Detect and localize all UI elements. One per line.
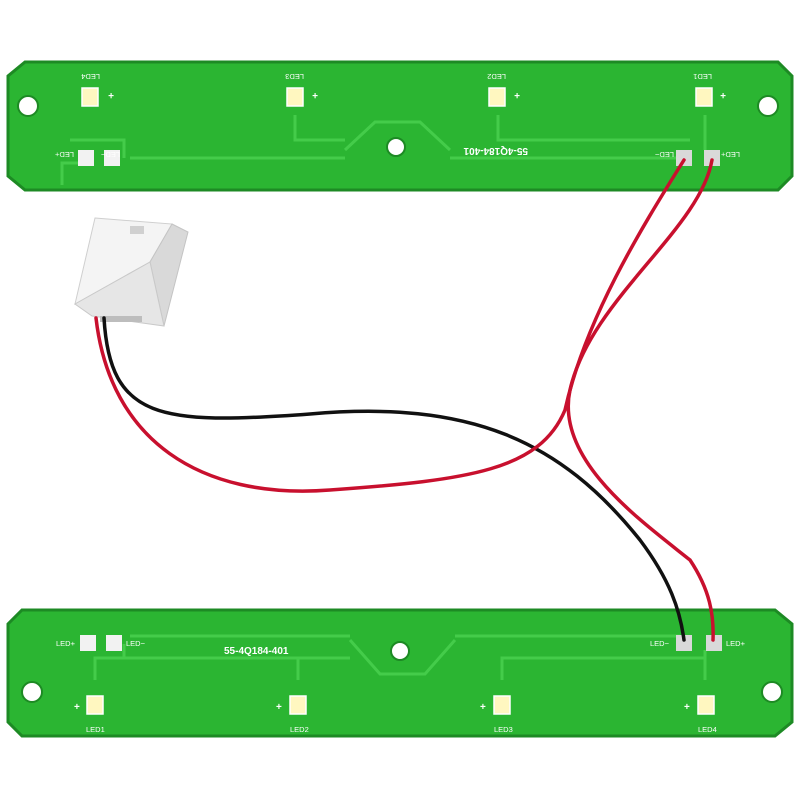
top-led-1 <box>81 87 99 107</box>
bottom-led-label-1: LED1 <box>86 725 105 734</box>
top-led-label-3: LED2 <box>487 72 506 81</box>
top-trace-bus <box>60 156 680 185</box>
bottom-center-notch <box>348 639 457 676</box>
top-led-label-1: LED4 <box>81 72 100 81</box>
top-pad-label-left-plus: LED+ <box>54 150 74 159</box>
bottom-led-label-4: LED4 <box>698 725 717 734</box>
bottom-led-label-2: LED2 <box>290 725 309 734</box>
top-trace-bus-2 <box>70 115 707 158</box>
black-wire <box>102 316 686 642</box>
bottom-led-3 <box>493 695 511 715</box>
top-pad-left-plus <box>78 150 94 166</box>
bottom-part-number: 55-4Q184-401 <box>224 646 289 657</box>
bottom-led-2 <box>289 695 307 715</box>
bottom-pad-left-minus <box>106 635 122 651</box>
top-led-label-2: LED3 <box>285 72 304 81</box>
bottom-led-label-3: LED3 <box>494 725 513 734</box>
top-center-hole <box>386 137 406 157</box>
bottom-pad-right-minus <box>676 635 692 651</box>
top-center-notch <box>343 120 452 152</box>
bottom-pad-label-left-minus: LED− <box>126 639 146 648</box>
bottom-led-1 <box>86 695 104 715</box>
top-pcb-board: 55-4Q184-401 LED4 LED3 LED2 LED1 + + + +… <box>6 60 794 192</box>
bottom-led-plus-2: + <box>276 702 282 713</box>
bottom-led-plus-4: + <box>684 702 690 713</box>
top-pad-right-plus <box>704 150 720 166</box>
top-led-plus-3: + <box>514 89 520 100</box>
red-wire-1 <box>94 158 686 493</box>
top-pad-label-right-plus: LED+ <box>720 150 740 159</box>
top-led-label-4: LED1 <box>693 72 712 81</box>
top-led-2 <box>286 87 304 107</box>
top-led-4 <box>695 87 713 107</box>
red-wire-2 <box>566 158 715 642</box>
bottom-mount-hole-left <box>21 681 43 703</box>
bottom-pad-label-left-plus: LED+ <box>56 639 76 648</box>
bottom-pad-right-plus <box>706 635 722 651</box>
bottom-led-4 <box>697 695 715 715</box>
bottom-pad-left-plus <box>80 635 96 651</box>
top-part-number: 55-4Q184-401 <box>463 145 528 156</box>
top-led-plus-1: + <box>108 89 114 100</box>
top-pad-label-left-minus: LED− <box>100 150 120 159</box>
wire-connector <box>74 217 189 327</box>
top-led-plus-2: + <box>312 89 318 100</box>
bottom-trace-bus-2 <box>93 644 707 680</box>
bottom-mount-hole-right <box>761 681 783 703</box>
top-led-3 <box>488 87 506 107</box>
bottom-led-plus-1: + <box>74 702 80 713</box>
top-pcb-outline <box>6 60 794 192</box>
top-led-plus-4: + <box>720 89 726 100</box>
top-pad-label-right-minus: LED− <box>654 150 674 159</box>
bottom-center-hole <box>390 641 410 661</box>
bottom-pcb-board: 55-4Q184-401 LED1 LED2 LED3 LED4 + + + +… <box>6 608 794 738</box>
bottom-led-plus-3: + <box>480 702 486 713</box>
top-mount-hole-left <box>17 95 39 117</box>
top-mount-hole-right <box>757 95 779 117</box>
top-pad-left-minus <box>104 150 120 166</box>
top-pad-right-minus <box>676 150 692 166</box>
bottom-pad-label-right-plus: LED+ <box>726 639 746 648</box>
bottom-pad-label-right-minus: LED− <box>650 639 670 648</box>
